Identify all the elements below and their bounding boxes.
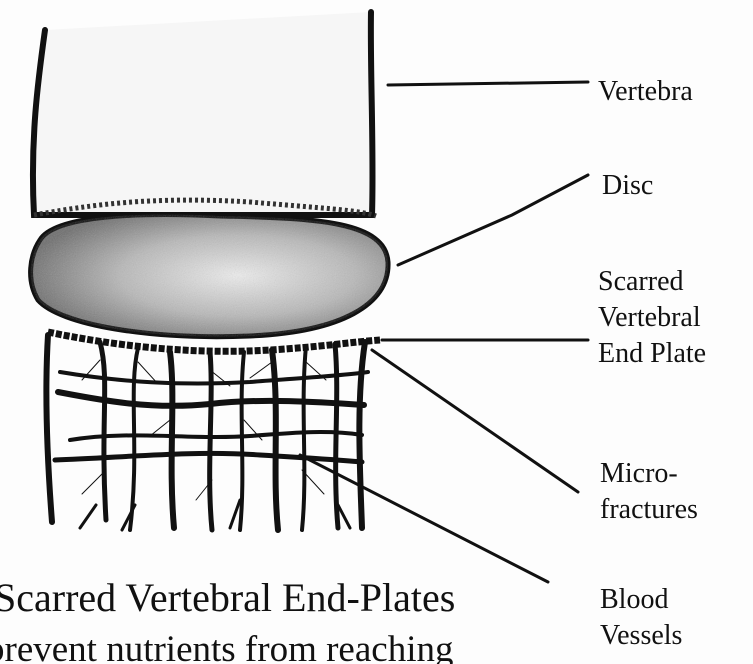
leader-microfractures bbox=[372, 350, 578, 492]
label-vertebra: Vertebra bbox=[598, 74, 693, 110]
label-disc: Disc bbox=[602, 168, 653, 204]
label-scarred-end-plate: Scarred Vertebral End Plate bbox=[598, 264, 706, 372]
label-blood-vessels: Blood Vessels bbox=[600, 582, 682, 654]
upper-vertebra bbox=[33, 12, 373, 215]
caption-line-2: prevent nutrients from reaching bbox=[0, 628, 453, 664]
lower-vertebra bbox=[46, 335, 368, 530]
disc bbox=[31, 215, 388, 337]
leader-disc bbox=[398, 175, 588, 265]
caption-line-1: Scarred Vertebral End-Plates bbox=[0, 575, 455, 621]
leader-vertebra bbox=[388, 82, 588, 85]
label-microfractures: Micro- fractures bbox=[600, 456, 698, 528]
